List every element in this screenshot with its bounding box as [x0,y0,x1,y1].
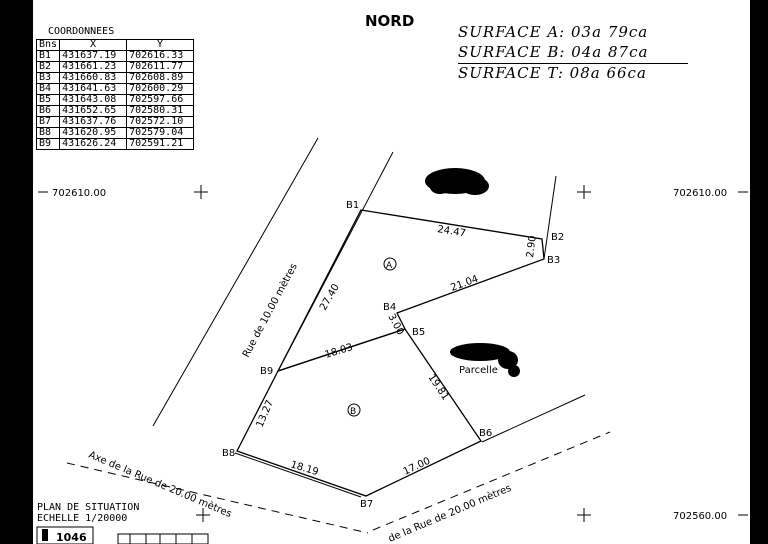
point-b8: B8 [222,448,235,459]
plan-de-situation: PLAN DE SITUATION ECHELLE 1/20000 [37,502,139,524]
plan-frame [36,526,94,544]
column-header: Bns [35,39,61,51]
distance-b1-b2: 24.47 [437,224,467,239]
distance-b8-b9: 13.27 [255,399,276,430]
parcelle-label: Parcelle [459,365,498,376]
plan-ref-number: 1046 [56,531,87,544]
surface-b: SURFACE B: 04a 87ca [458,43,649,61]
parcel-b [236,328,482,497]
street-edge [481,394,586,443]
redaction-top [425,168,489,195]
street-axis-line [66,462,369,534]
grid-label-left: 702610.00 [52,188,106,199]
street-axis-line [372,431,611,531]
distance-b3-b4: 21.04 [449,274,480,294]
point-b5: B5 [412,327,425,338]
street-lines [66,137,611,534]
street-edge [234,452,362,498]
surface-summary: SURFACE A: 03a 79ca SURFACE B: 04a 87ca … [458,22,648,83]
point-b3: B3 [547,255,560,266]
street-20m-label: de la Rue de 20.00 mètres [386,482,513,544]
point-b9: B9 [260,366,273,377]
y-cell: 702591.21 [126,138,195,150]
point-b1: B1 [346,200,359,211]
street-edge [543,175,557,260]
point-b6: B6 [479,428,492,439]
distance-b9-b5: 18.03 [324,342,355,361]
point-name-cell: B9 [35,138,61,150]
grid-crosses [194,185,591,522]
zone-a-marker [383,257,397,271]
point-b7: B7 [360,499,373,510]
north-label: NORD [365,12,415,30]
plan-title-text: PLAN DE SITUATION [37,502,140,513]
grid-label-right: 702610.00 [673,188,727,199]
distance-b2-b3: 2.90 [525,235,539,258]
situation-map [117,533,209,544]
coordinates-header-row: Bns X Y [35,39,195,51]
coordinates-title: COORDONNEES [48,26,115,37]
distance-b7-b8: 18.19 [289,459,320,478]
distance-b6-b7: 17.00 [402,456,433,478]
plan-scale-text: ECHELLE 1/20000 [37,513,128,524]
street-edge [152,137,319,427]
redaction-parcelle [450,343,520,377]
zone-b-marker [347,403,361,417]
surface-divider [458,63,688,64]
distance-b4-b5: 3.00 [385,312,405,337]
grid-label-right-bottom: 702560.00 [673,511,727,522]
zone-b-label: B [350,407,356,417]
point-b2: B2 [551,232,564,243]
distance-b5-b6: 19.81 [426,373,451,403]
surface-a: SURFACE A: 03a 79ca [458,23,649,41]
point-b4: B4 [383,302,396,313]
surface-t: SURFACE T: 08a 66ca [458,64,647,82]
plan-mark [42,529,48,541]
zone-a-label: A [386,261,393,271]
